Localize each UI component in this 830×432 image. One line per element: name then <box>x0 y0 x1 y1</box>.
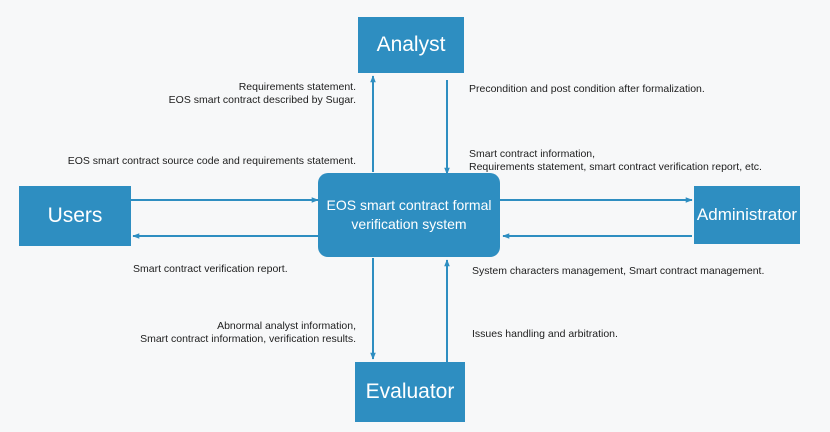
edge-text-line: Abnormal analyst information, <box>217 320 356 332</box>
analyst-label: Analyst <box>376 33 446 56</box>
edge-text-line: Smart contract information, <box>469 148 596 160</box>
label-administrator-to-system: System characters management, Smart cont… <box>472 265 764 278</box>
edge-text-line: Requirements statement, smart contract v… <box>469 161 762 173</box>
edge-text-line: System characters management, Smart cont… <box>472 265 765 277</box>
administrator-node: Administrator <box>694 186 800 244</box>
evaluator-label: Evaluator <box>365 380 455 403</box>
label-users-to-system: EOS smart contract source code and requi… <box>68 155 356 168</box>
label-system-to-users: Smart contract verification report. <box>133 263 288 276</box>
evaluator-node: Evaluator <box>355 362 465 422</box>
edge-text-line: Requirements statement. <box>238 81 356 93</box>
system-label-line1: EOS smart contract formal <box>326 197 492 213</box>
edge-text-line: Smart contract information, verification… <box>140 333 356 345</box>
label-system-to-evaluator: Abnormal analyst information, Smart cont… <box>140 320 356 346</box>
label-analyst-to-system: Precondition and post condition after fo… <box>469 83 705 96</box>
administrator-label: Administrator <box>696 205 798 224</box>
users-label: Users <box>47 204 103 227</box>
edge-text-line: Precondition and post condition after fo… <box>469 83 705 95</box>
users-node: Users <box>19 186 131 246</box>
analyst-node: Analyst <box>358 17 464 73</box>
edge-text-line: Issues handling and arbitration. <box>472 328 618 340</box>
verification-system-node: EOS smart contract formal verification s… <box>318 173 500 257</box>
label-system-to-analyst: Requirements statement. EOS smart contra… <box>169 81 356 107</box>
edge-text-line: EOS smart contract source code and requi… <box>67 155 356 167</box>
label-evaluator-to-system: Issues handling and arbitration. <box>472 328 618 341</box>
system-label-line2: verification system <box>351 216 467 232</box>
label-system-to-administrator: Smart contract information, Requirements… <box>469 148 762 174</box>
edge-text-line: EOS smart contract described by Sugar. <box>168 94 356 106</box>
edge-text-line: Smart contract verification report. <box>133 263 288 275</box>
